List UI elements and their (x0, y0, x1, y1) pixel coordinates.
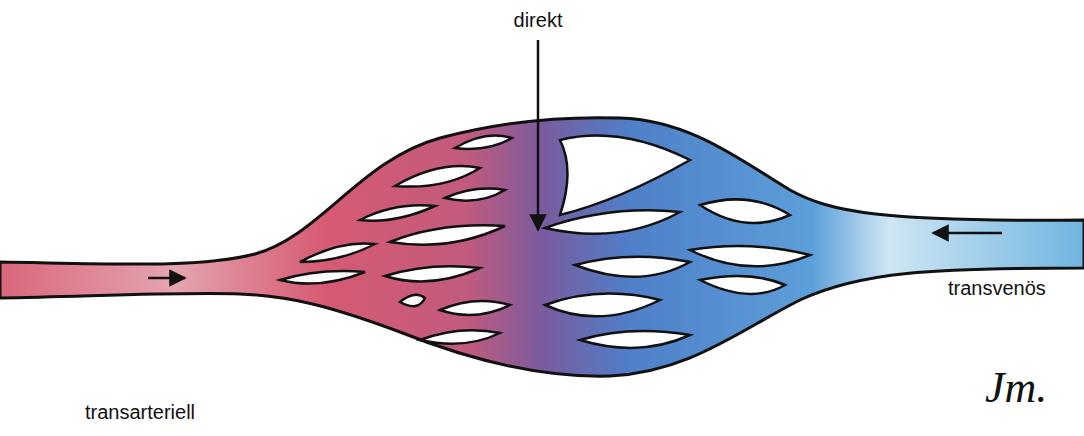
flow-arrow-arterial (148, 277, 185, 280)
access-label: direkt (514, 8, 563, 32)
flow-arrow-venous (933, 232, 1002, 235)
direct-access-arrow (537, 40, 540, 230)
access-label: transarteriell (85, 400, 195, 424)
vessel-outline (0, 118, 1084, 377)
signature: Jm. (985, 362, 1047, 415)
access-label: transvenös (948, 276, 1046, 300)
nidus-gaps (280, 136, 810, 348)
